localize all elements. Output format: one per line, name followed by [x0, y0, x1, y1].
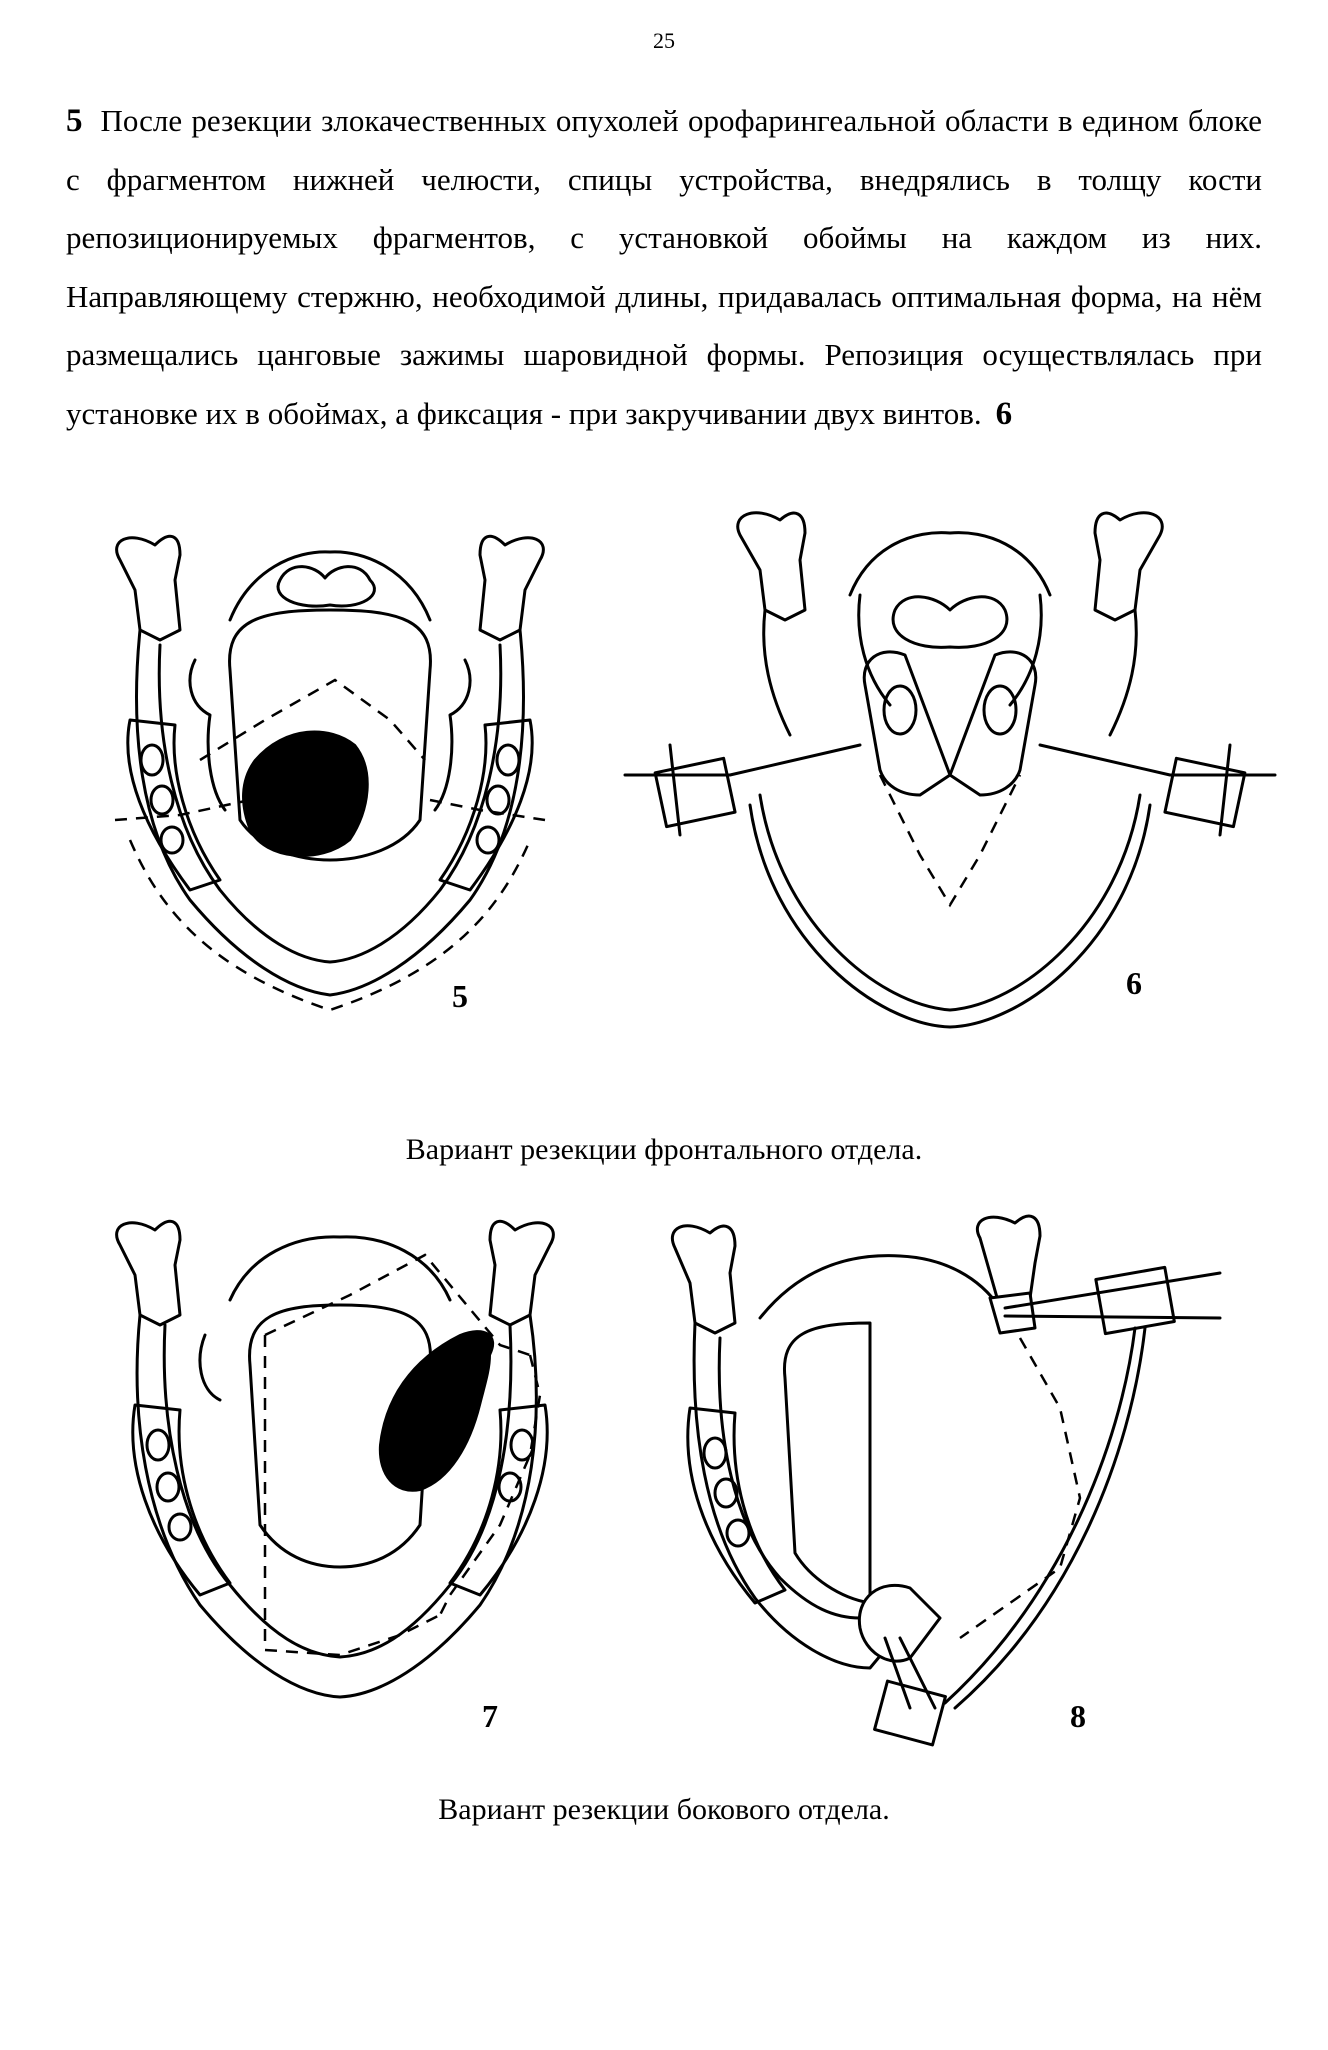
figure-7-drawing — [115, 1219, 555, 1699]
figure-8 — [660, 1198, 1260, 1758]
caption-frontal: Вариант резекции фронтального отдела. — [405, 1133, 923, 1166]
figure-6-drawing — [623, 511, 1277, 1029]
figure-7-label: 7 — [482, 1698, 498, 1734]
figure-5-drawing — [114, 534, 546, 1012]
caption-lateral: Вариант резекции бокового отдела. — [438, 1793, 890, 1826]
paragraph-text: После резекции злокачественных опухолей … — [66, 103, 1262, 431]
figure-6-label: 6 — [1126, 965, 1142, 1001]
page-number: 25 — [653, 28, 675, 53]
figure-8-label: 8 — [1070, 1698, 1086, 1734]
figure-reference-trail: 6 — [995, 395, 1013, 432]
figure-5-label: 5 — [452, 978, 468, 1014]
figure-5 — [100, 510, 560, 1030]
figure-reference-lead: 5 — [66, 103, 83, 139]
figure-6 — [620, 495, 1280, 1035]
figure-7 — [100, 1195, 580, 1715]
figure-8-drawing — [671, 1214, 1222, 1747]
